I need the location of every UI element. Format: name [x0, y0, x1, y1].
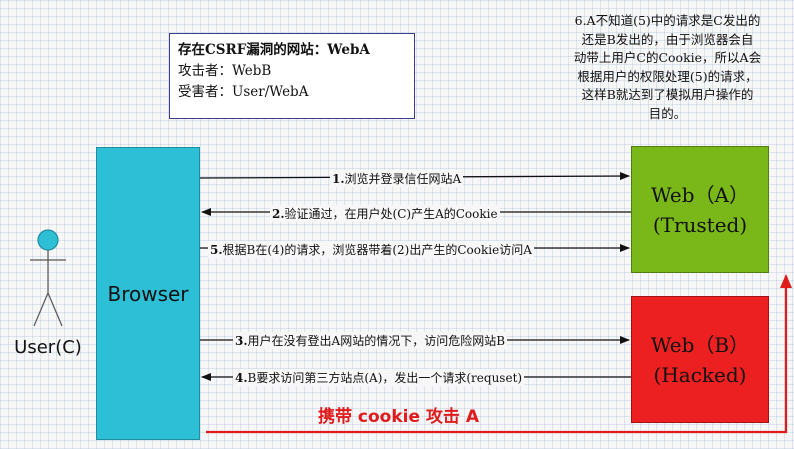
browser-label: Browser	[107, 281, 189, 306]
web-a-box: Web（A） (Trusted)	[631, 146, 769, 273]
web-a-name: Web（A）	[650, 182, 749, 207]
message-2: 2.验证通过，在用户处(C)产生A的Cookie	[270, 205, 500, 222]
note-line: 6.A不知道(5)中的请求是C发出的	[574, 13, 761, 28]
message-5: 5.根据B在(4)的请求，浏览器带着(2)出产生的Cookie访问A	[208, 241, 534, 258]
message-num: 3.	[235, 334, 248, 348]
info-vulnerable-site: 存在CSRF漏洞的网站：WebA	[178, 42, 370, 58]
user-stick-figure	[30, 229, 66, 327]
message-num: 4.	[235, 371, 248, 385]
step6-note: 6.A不知道(5)中的请求是C发出的 还是B发出的，由于浏览器会自 动带上用户C…	[545, 12, 790, 123]
note-line: 根据用户的权限处理(5)的请求，	[577, 68, 758, 84]
message-num: 5.	[210, 243, 223, 257]
user-label: User(C)	[14, 337, 82, 358]
info-victim: 受害者：User/WebA	[178, 84, 309, 100]
message-text: 浏览并登录信任网站A	[344, 172, 462, 186]
web-b-name: Web（B）	[650, 332, 750, 357]
message-4: 4.B要求访问第三方站点(A)，发出一个请求(requset)	[233, 369, 525, 386]
attack-label: 携带 cookie 攻击 A	[318, 407, 480, 427]
info-attacker: 攻击者：WebB	[178, 63, 272, 79]
web-a-status: (Trusted)	[652, 212, 748, 237]
note-line: 动带上用户C的Cookie，所以A会	[573, 50, 762, 65]
note-line: 这样B就达到了模拟用户操作的	[581, 87, 754, 102]
web-b-status: (Hacked)	[653, 362, 747, 387]
web-b-box: Web（B） (Hacked)	[631, 296, 769, 423]
message-text: 用户在没有登出A网站的情况下，访问危险网站B	[247, 334, 506, 348]
message-num: 1.	[332, 172, 345, 186]
message-text: B要求访问第三方站点(A)，发出一个请求(requset)	[247, 371, 523, 385]
browser-box: Browser	[96, 147, 200, 440]
note-line: 还是B发出的，由于浏览器会自	[581, 31, 754, 47]
message-text: 验证通过，在用户处(C)产生A的Cookie	[284, 207, 498, 221]
message-text: 根据B在(4)的请求，浏览器带着(2)出产生的Cookie访问A	[222, 243, 532, 257]
message-3: 3.用户在没有登出A网站的情况下，访问危险网站B	[233, 332, 508, 349]
message-1: 1.浏览并登录信任网站A	[330, 170, 464, 187]
attack-arrow	[206, 274, 792, 434]
csrf-info-box: 存在CSRF漏洞的网站：WebA 攻击者：WebB 受害者：User/WebA	[169, 33, 415, 119]
message-num: 2.	[272, 207, 285, 221]
note-line: 目的。	[648, 105, 687, 121]
